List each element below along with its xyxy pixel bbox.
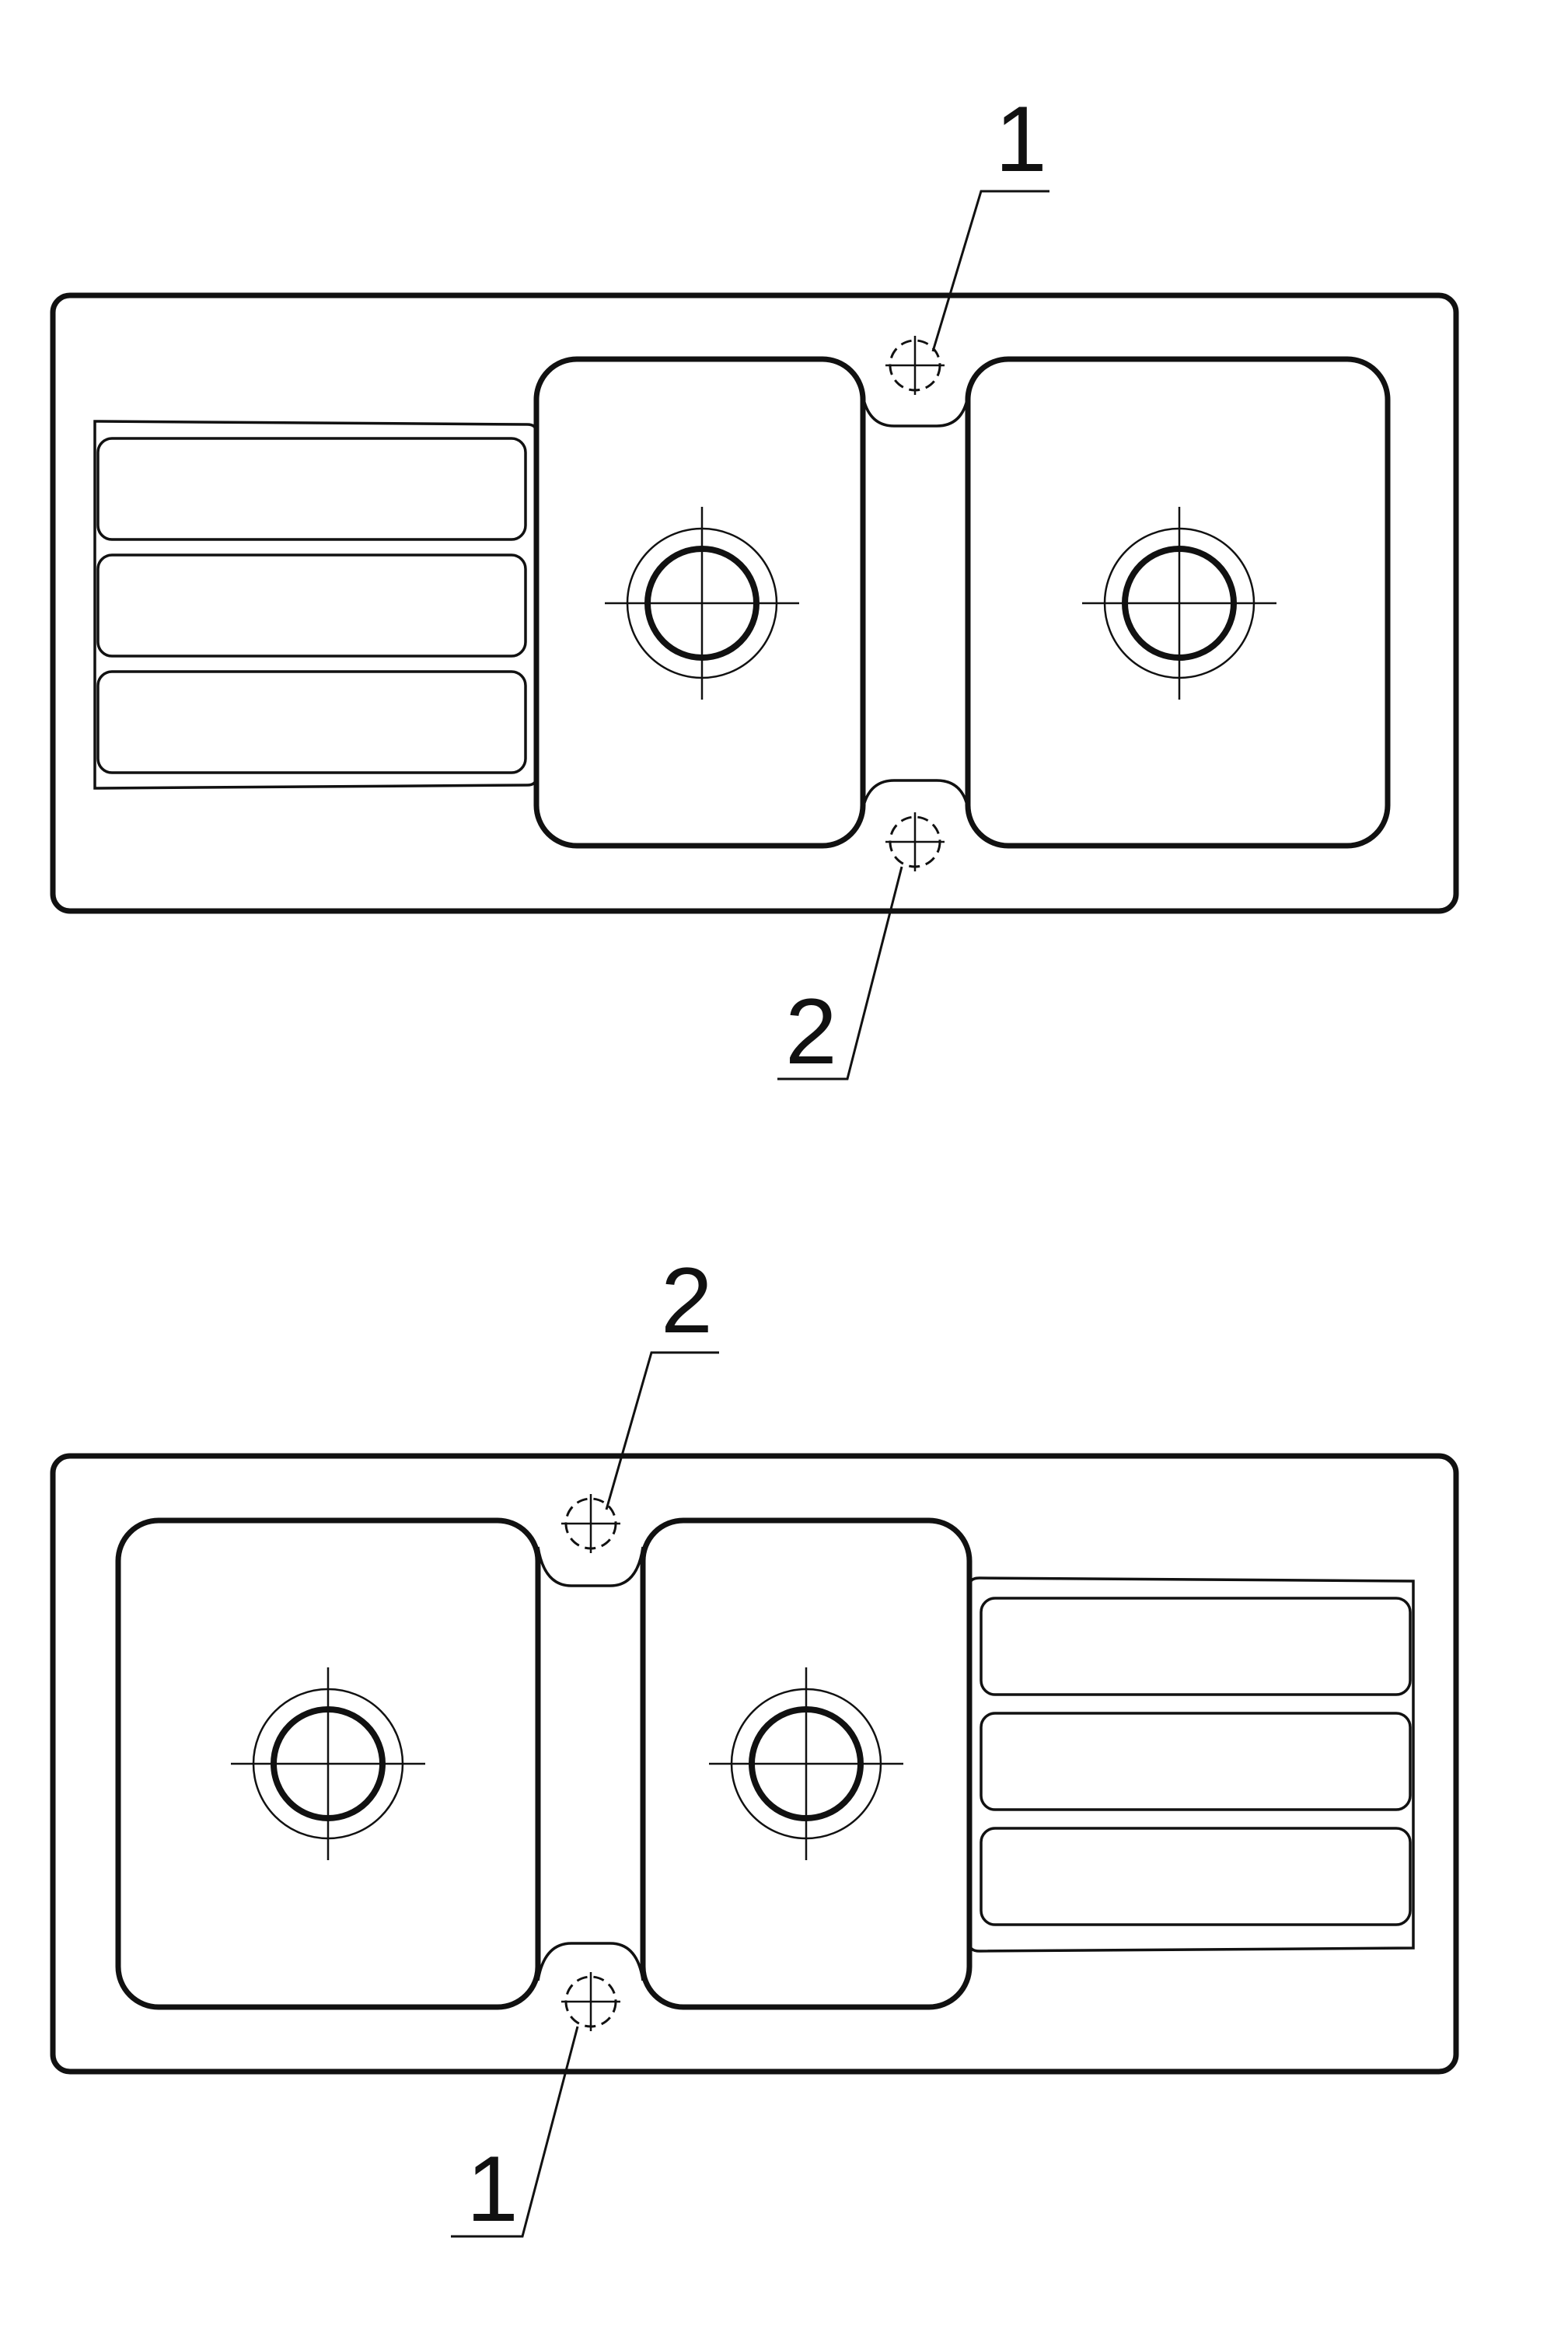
bottom-leader-1 [451,2026,579,2238]
top-bowl-right [965,356,1391,849]
top-drainer [93,420,538,790]
top-drainer-groove [96,437,527,541]
top-tap-hole-2 [885,812,945,871]
bottom-tap-hole-1 [561,1972,620,2031]
bottom-leader-2 [605,1351,719,1510]
top-leader-2 [777,866,903,1080]
bottom-drainer [968,1576,1415,1953]
top-bowl-left [533,356,866,849]
top-sink-outline [50,292,1459,914]
top-tap-hole-1 [885,336,945,395]
bottom-sink-outline [50,1453,1459,2075]
top-drain-right [1082,507,1276,700]
top-drainer-groove [96,670,527,774]
bottom-drainer-groove [980,1827,1412,1926]
sink-bottom-view: 2 1 [50,1248,1459,2241]
top-drainer-groove [96,553,527,658]
sink-top-view: 1 2 [50,87,1459,1084]
bottom-tap-hole-2 [561,1494,620,1553]
top-leader-1 [931,190,1049,352]
bottom-drainer-groove [980,1712,1412,1811]
top-bridge [861,396,969,809]
bottom-callout-1: 1 [466,2137,519,2241]
bottom-drain-left [231,1667,425,1860]
top-callout-2: 2 [785,979,837,1084]
bottom-drain-right [709,1667,903,1860]
top-callout-1: 1 [995,87,1047,191]
bottom-bridge [536,1546,644,1981]
top-drain-left [605,507,799,700]
bottom-callout-2: 2 [661,1248,713,1353]
bottom-drainer-groove [980,1597,1412,1696]
bottom-bowl-left [115,1517,541,2010]
